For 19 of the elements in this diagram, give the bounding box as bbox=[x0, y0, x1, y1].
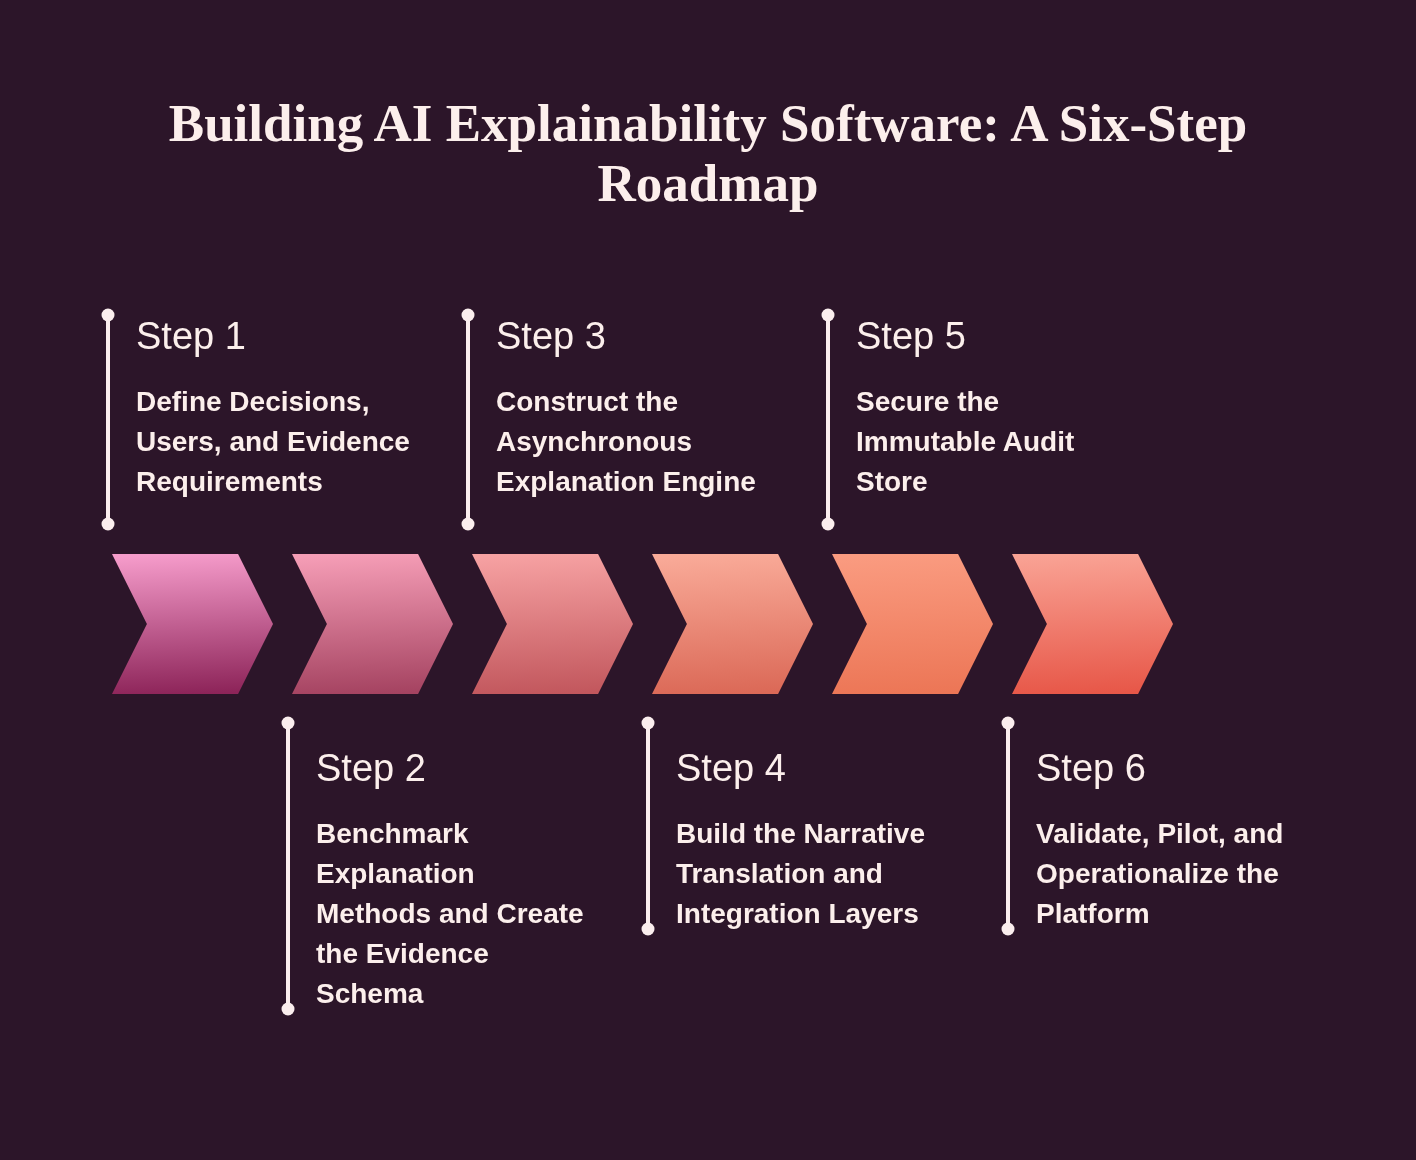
step-description: Secure the Immutable Audit Store bbox=[856, 385, 1076, 499]
step-label: Step 4 bbox=[676, 746, 786, 790]
process-step bbox=[832, 554, 993, 694]
step-description: Define Decisions, Users, and Evidence Requirements bbox=[136, 385, 411, 499]
step-label: Step 5 bbox=[856, 314, 966, 358]
step-label: Step 6 bbox=[1036, 746, 1146, 790]
process-step bbox=[292, 554, 453, 694]
step-label: Step 1 bbox=[136, 314, 246, 358]
step-label: Step 3 bbox=[496, 314, 606, 358]
step-description: Benchmark Explanation Methods and Create the Evidence Schema bbox=[316, 817, 585, 1011]
step-description: Construct the Asynchronous Explanation Engine bbox=[496, 385, 757, 499]
process-step bbox=[652, 554, 813, 694]
process-step bbox=[472, 554, 633, 694]
step-description: Validate, Pilot, and Operationalize the Platform bbox=[1036, 817, 1285, 931]
process-step bbox=[1012, 554, 1173, 694]
process-step bbox=[112, 554, 273, 694]
step-description: Build the Narrative Translation and Integration Layers bbox=[676, 817, 926, 931]
title: Building AI Explainability Software: A Six-Step Roadmap bbox=[167, 93, 1249, 213]
step-label: Step 2 bbox=[316, 746, 426, 790]
